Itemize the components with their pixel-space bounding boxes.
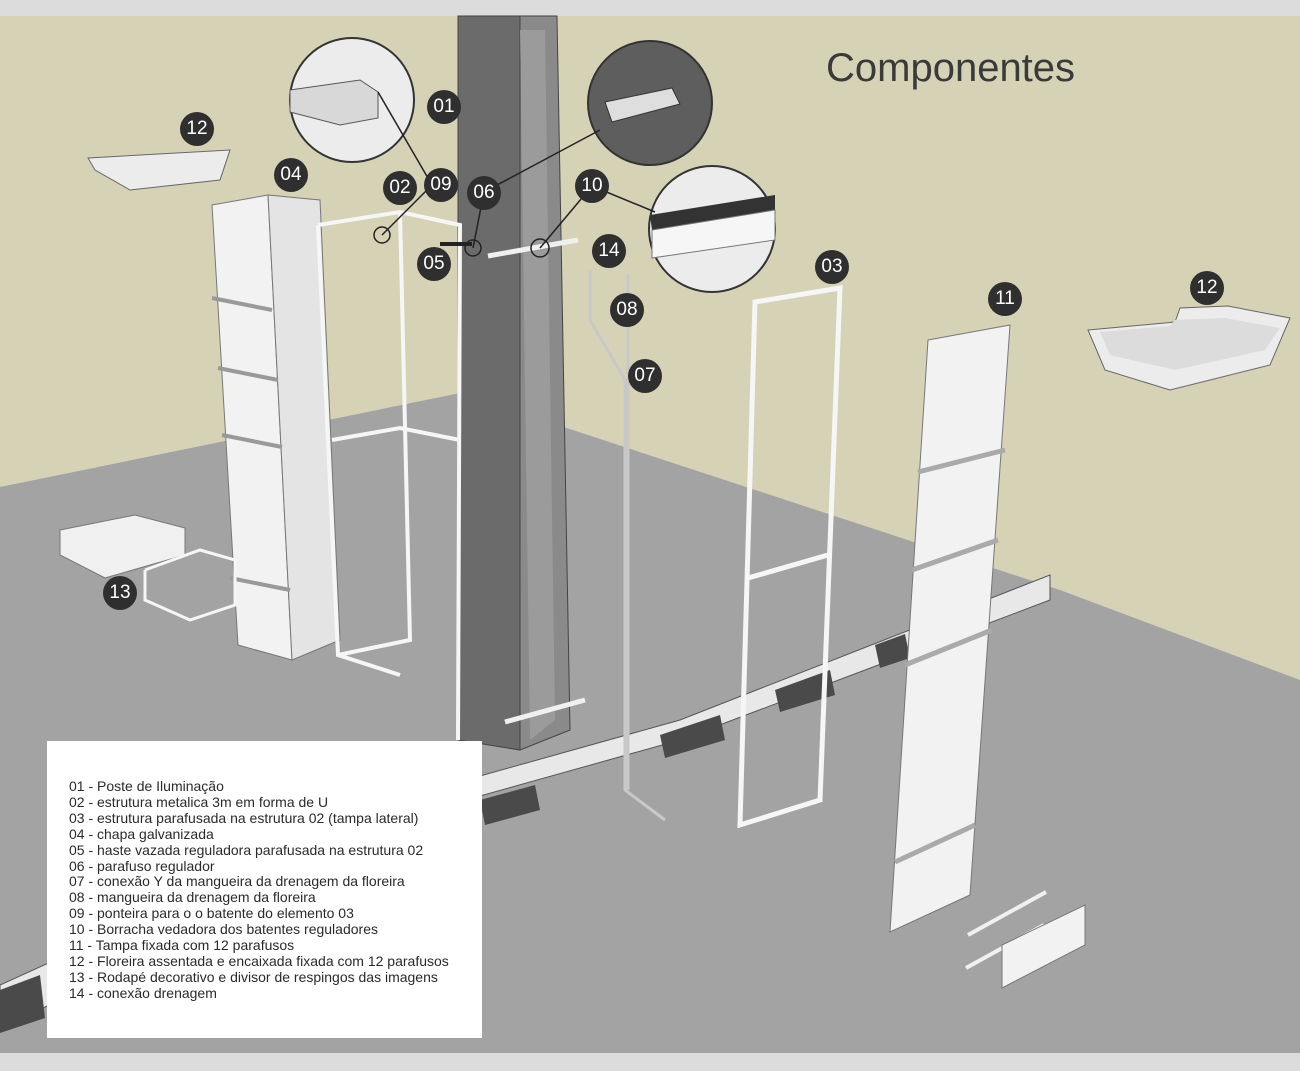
badge-07: 07 xyxy=(628,359,662,393)
legend-item: 04 - chapa galvanizada xyxy=(69,825,214,842)
planter-12-right-inner xyxy=(1100,318,1280,370)
bottom-band xyxy=(0,1053,1300,1071)
rail-loose-1 xyxy=(967,890,1047,937)
pole-front xyxy=(457,15,521,751)
panel-11-rail-2 xyxy=(911,537,999,573)
detail-10-strip xyxy=(650,195,775,230)
badge-13: 13 xyxy=(103,576,137,610)
badge-02: 02 xyxy=(383,171,417,205)
frame-02 xyxy=(317,209,463,741)
frame-02-c xyxy=(337,211,413,657)
legend-item: 03 - estrutura parafusada na estrutura 0… xyxy=(69,809,419,826)
badge-09: 09 xyxy=(424,168,458,202)
legend-item: 06 - parafuso regulador xyxy=(69,857,215,874)
panel-04-rail-2 xyxy=(217,366,279,382)
badge-04: 04 xyxy=(274,158,308,192)
diagram-title: Componentes xyxy=(826,46,1076,90)
panel-11-rail-4 xyxy=(893,822,977,865)
planter-12-left xyxy=(87,149,231,191)
bar-10 xyxy=(487,237,579,259)
detail-06-screw xyxy=(604,87,681,123)
legend-item: 14 - conexão drenagem xyxy=(69,984,217,1001)
detail-09-part xyxy=(289,79,379,126)
curb-stripe-1 xyxy=(480,785,540,825)
frame-03 xyxy=(737,285,843,829)
legend-item: 13 - Rodapé decorativo e divisor de resp… xyxy=(69,968,438,985)
callout-ring-09 xyxy=(373,226,391,244)
panel-11 xyxy=(889,324,1011,933)
legend-item: 08 - mangueira da drenagem da floreira xyxy=(69,889,316,906)
callout-ring-06 xyxy=(464,239,482,257)
curb-stripe-3 xyxy=(775,670,835,712)
frame-03-bar xyxy=(747,552,829,581)
legend-item: 01 - Poste de Iluminação xyxy=(69,778,224,794)
legend-box: 01 - Poste de Iluminação 02 - estrutura … xyxy=(47,741,482,1038)
curb-stripe-4 xyxy=(875,634,910,668)
badge-11: 11 xyxy=(988,282,1022,316)
badge-01: 01 xyxy=(427,90,461,124)
curb-stripe-5 xyxy=(0,975,45,1033)
panel-04-rail-1 xyxy=(211,296,273,312)
legend-item: 11 - Tampa fixada com 12 parafusos xyxy=(69,937,295,954)
leader-06-a xyxy=(483,129,601,193)
badge-12-left: 12 xyxy=(180,112,214,146)
plate-loose xyxy=(1001,904,1086,989)
curb-stripe-2 xyxy=(660,715,725,758)
pipe-07 xyxy=(588,270,666,822)
panel-11-rail-3 xyxy=(904,627,993,668)
badge-14: 14 xyxy=(592,234,626,268)
badge-06: 06 xyxy=(467,176,501,210)
leader-09-b xyxy=(381,184,433,236)
pole-slot xyxy=(520,30,555,740)
badge-10: 10 xyxy=(575,169,609,203)
badge-03: 03 xyxy=(815,250,849,284)
panel-04-rail-4 xyxy=(229,576,291,592)
legend-item: 12 - Floreira assentada e encaixada fixa… xyxy=(69,952,449,969)
top-band xyxy=(0,0,1300,16)
legend-item: 10 - Borracha vedadora dos batentes regu… xyxy=(69,921,378,938)
legend-item: 05 - haste vazada reguladora parafusada … xyxy=(69,841,424,858)
badge-12-right: 12 xyxy=(1190,271,1224,305)
legend-item: 07 - conexão Y da mangueira da drenagem … xyxy=(69,873,405,890)
frame-02-d xyxy=(331,425,461,442)
bar-bottom xyxy=(504,697,586,725)
badge-08: 08 xyxy=(610,293,644,327)
panel-04-rail-3 xyxy=(221,433,283,449)
detail-10-bar xyxy=(651,209,776,259)
leader-09-a xyxy=(377,91,433,186)
badge-05: 05 xyxy=(417,247,451,281)
legend-item: 02 - estrutura metalica 3m em forma de U xyxy=(69,793,329,810)
callout-ring-10 xyxy=(530,238,550,258)
legend-item: 09 - ponteira para o o batente do elemen… xyxy=(69,905,354,922)
panel-11-rail-1 xyxy=(917,447,1006,475)
baseboard-13-frame xyxy=(143,548,237,622)
